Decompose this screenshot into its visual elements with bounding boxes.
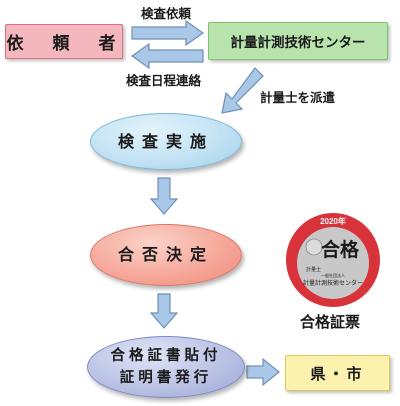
center-box: 計量計測技術センター — [208, 22, 388, 60]
sticker-org: 計量計測技術センター — [303, 279, 363, 287]
requester-label: 依 頼 者 — [6, 34, 122, 54]
sticker-inner — [297, 227, 369, 299]
down-arrow-2 — [149, 293, 179, 329]
dispatch-arrow — [221, 67, 264, 114]
pass-sticker: 2020年 合格 計量士 一般社団法人 計量計測技術センター — [286, 213, 380, 307]
center-label: 計量計測技術センター — [230, 35, 366, 51]
certificate-node: 合格証書貼付 証明書発行 — [87, 336, 245, 398]
sticker-caption: 合格証票 — [300, 313, 361, 331]
schedule-label: 検査日程連絡 — [126, 73, 202, 88]
judgement-node: 合否決定 — [90, 224, 242, 286]
issue-arrow — [246, 357, 280, 387]
schedule-arrow — [130, 42, 204, 70]
inspection-label: 検査実施 — [117, 131, 214, 151]
sticker-org-sub: 一般社団法人 — [321, 272, 345, 278]
down-arrow-1 — [149, 177, 179, 215]
prefecture-box: 県・市 — [285, 355, 390, 391]
request-arrow — [131, 19, 205, 47]
sticker-title: 合格 — [321, 238, 360, 261]
dispatch-label: 計量士を派遣 — [260, 90, 336, 105]
requester-box: 依 頼 者 — [5, 24, 123, 59]
sticker-small-label: 計量士 — [306, 266, 321, 273]
certificate-label-line2: 証明書発行 — [119, 370, 213, 386]
inspection-node: 検査実施 — [90, 113, 242, 170]
sticker-year: 2020年 — [320, 216, 346, 226]
sticker-seal — [305, 238, 323, 256]
certificate-label-line1: 合格証書貼付 — [110, 348, 222, 364]
judgement-label: 合否決定 — [117, 245, 214, 264]
request-label: 検査依頼 — [141, 6, 192, 21]
prefecture-label: 県・市 — [310, 364, 365, 383]
